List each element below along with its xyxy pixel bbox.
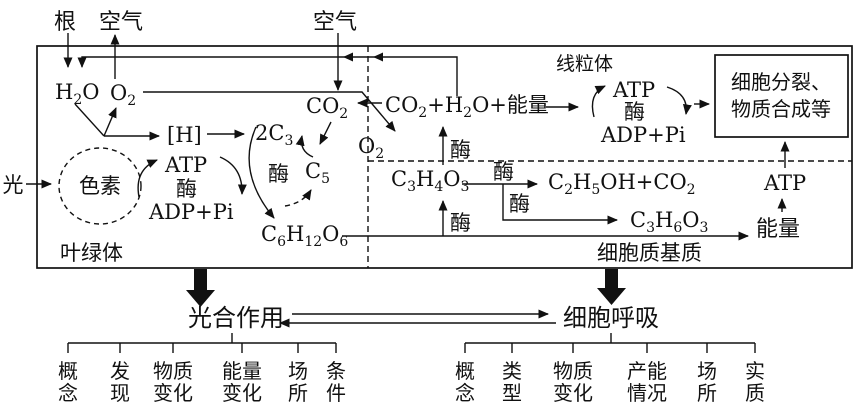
o2-formula-left: O2	[110, 81, 136, 109]
cell-outline-box	[36, 45, 853, 269]
enzyme-label-chloroplast: 酶	[176, 177, 197, 201]
energy-label: 能量	[756, 217, 800, 242]
ps-topic-matter-change: 变化	[153, 381, 193, 405]
photosynthesis-label: 光合作用	[188, 304, 284, 332]
respiration-products-formula: CO2+H2O+能量	[385, 93, 549, 121]
resp-topic-concept: 念	[455, 381, 475, 405]
ps-topic-site: 场	[288, 359, 308, 383]
usage-box-line1: 细胞分裂、	[731, 70, 831, 94]
adp-pi-label-mito: ADP+Pi	[600, 123, 686, 147]
line-h2o-to-split	[74, 103, 105, 137]
adp-pi-label-chloroplast: ADP+Pi	[148, 200, 234, 224]
ethanol-co2-formula: C2H5OH+CO2	[548, 170, 696, 198]
arrow-pyruvate-to-lactate	[502, 184, 618, 225]
arrow-split-to-o2	[103, 107, 117, 137]
ps-topic-matter-change: 物质	[153, 359, 193, 383]
curve-glucose-to-c5	[284, 189, 312, 207]
o2-formula-right: O2	[358, 134, 384, 162]
co2-formula: CO2	[306, 94, 348, 122]
ps-topic-concept: 念	[58, 381, 78, 405]
return-line-arrowhead	[343, 52, 353, 62]
enzyme-label-glycolysis: 酶	[450, 211, 471, 235]
pyruvate-formula: C3H4O3	[391, 167, 469, 195]
cytosol-label: 细胞质基质	[597, 241, 702, 265]
curve-adp-to-atp-chloroplast	[137, 159, 158, 198]
respiration-topic-tree	[464, 333, 756, 353]
ps-topic-energy-change: 能量	[222, 359, 262, 383]
ps-topic-site: 所	[288, 381, 308, 405]
cell-usage-box	[714, 54, 849, 138]
glucose-formula: C6H12O6	[261, 222, 348, 250]
curve-c3-to-glucose	[248, 126, 275, 219]
resp-topic-energy-yield: 情况	[627, 381, 667, 405]
thick-arrow-respiration	[597, 269, 626, 305]
arrow-water-return-line	[77, 56, 458, 96]
ps-topic-condition: 条	[326, 359, 346, 383]
enzyme-label-ethanol: 酶	[493, 160, 514, 184]
curve-atp-consumed-chloroplast	[219, 156, 247, 195]
resp-topic-site: 场	[697, 359, 717, 383]
light-label: 光	[3, 173, 24, 197]
resp-topic-energy-yield: 产能	[627, 359, 667, 383]
resp-topic-site: 所	[697, 381, 717, 405]
atp-label-cytosol: ATP	[763, 171, 806, 195]
arrow-co2-to-c5	[319, 121, 332, 145]
atp-label-mito: ATP	[612, 78, 655, 102]
atp-label-chloroplast: ATP	[164, 153, 207, 177]
air-label-middle: 空气	[313, 10, 357, 35]
ps-topic-energy-change: 变化	[222, 381, 262, 405]
resp-topic-matter-change: 变化	[553, 381, 593, 405]
curve-atp-to-adp-mito	[666, 86, 692, 115]
resp-topic-concept: 概	[455, 359, 475, 383]
resp-topic-type: 类	[502, 359, 522, 383]
nadph-label: [H]	[167, 123, 202, 147]
return-line-arrowhead	[373, 52, 383, 62]
enzyme-label-lactate: 酶	[509, 192, 530, 216]
pigment-label: 色素	[79, 174, 121, 198]
arrow-o2-to-respiration	[143, 91, 396, 132]
ps-topic-discovery: 现	[110, 381, 130, 405]
c5-formula: C5	[305, 159, 330, 187]
resp-topic-essence: 质	[745, 381, 765, 405]
curve-c5-to-c3	[295, 135, 314, 158]
enzyme-label-mito: 酶	[624, 100, 645, 124]
photosynthesis-topic-tree	[67, 333, 337, 353]
h2o-formula: H2O	[55, 80, 99, 108]
usage-box-line2: 物质合成等	[731, 97, 831, 121]
ps-topic-concept: 概	[58, 359, 78, 383]
curve-adp-to-atp-mito	[591, 85, 606, 118]
calvin-enzyme-label: 酶	[268, 162, 289, 186]
pigment-circle	[58, 147, 142, 225]
mitochondria-label: 线粒体	[556, 53, 613, 75]
resp-topic-type: 型	[502, 381, 522, 405]
resp-topic-essence: 实	[745, 359, 765, 383]
enzyme-label-aerobic: 酶	[450, 138, 471, 162]
c3-formula: 2C3	[255, 121, 293, 149]
thick-arrow-photosynthesis	[186, 269, 215, 307]
resp-topic-matter-change: 物质	[553, 359, 593, 383]
root-label: 根	[54, 10, 76, 35]
ps-topic-discovery: 发	[110, 359, 130, 383]
chloroplast-label: 叶绿体	[60, 241, 123, 265]
respiration-label: 细胞呼吸	[563, 304, 659, 332]
lactate-formula: C3H6O3	[630, 208, 708, 236]
air-label-left: 空气	[99, 10, 143, 35]
ps-topic-condition: 件	[326, 381, 346, 405]
